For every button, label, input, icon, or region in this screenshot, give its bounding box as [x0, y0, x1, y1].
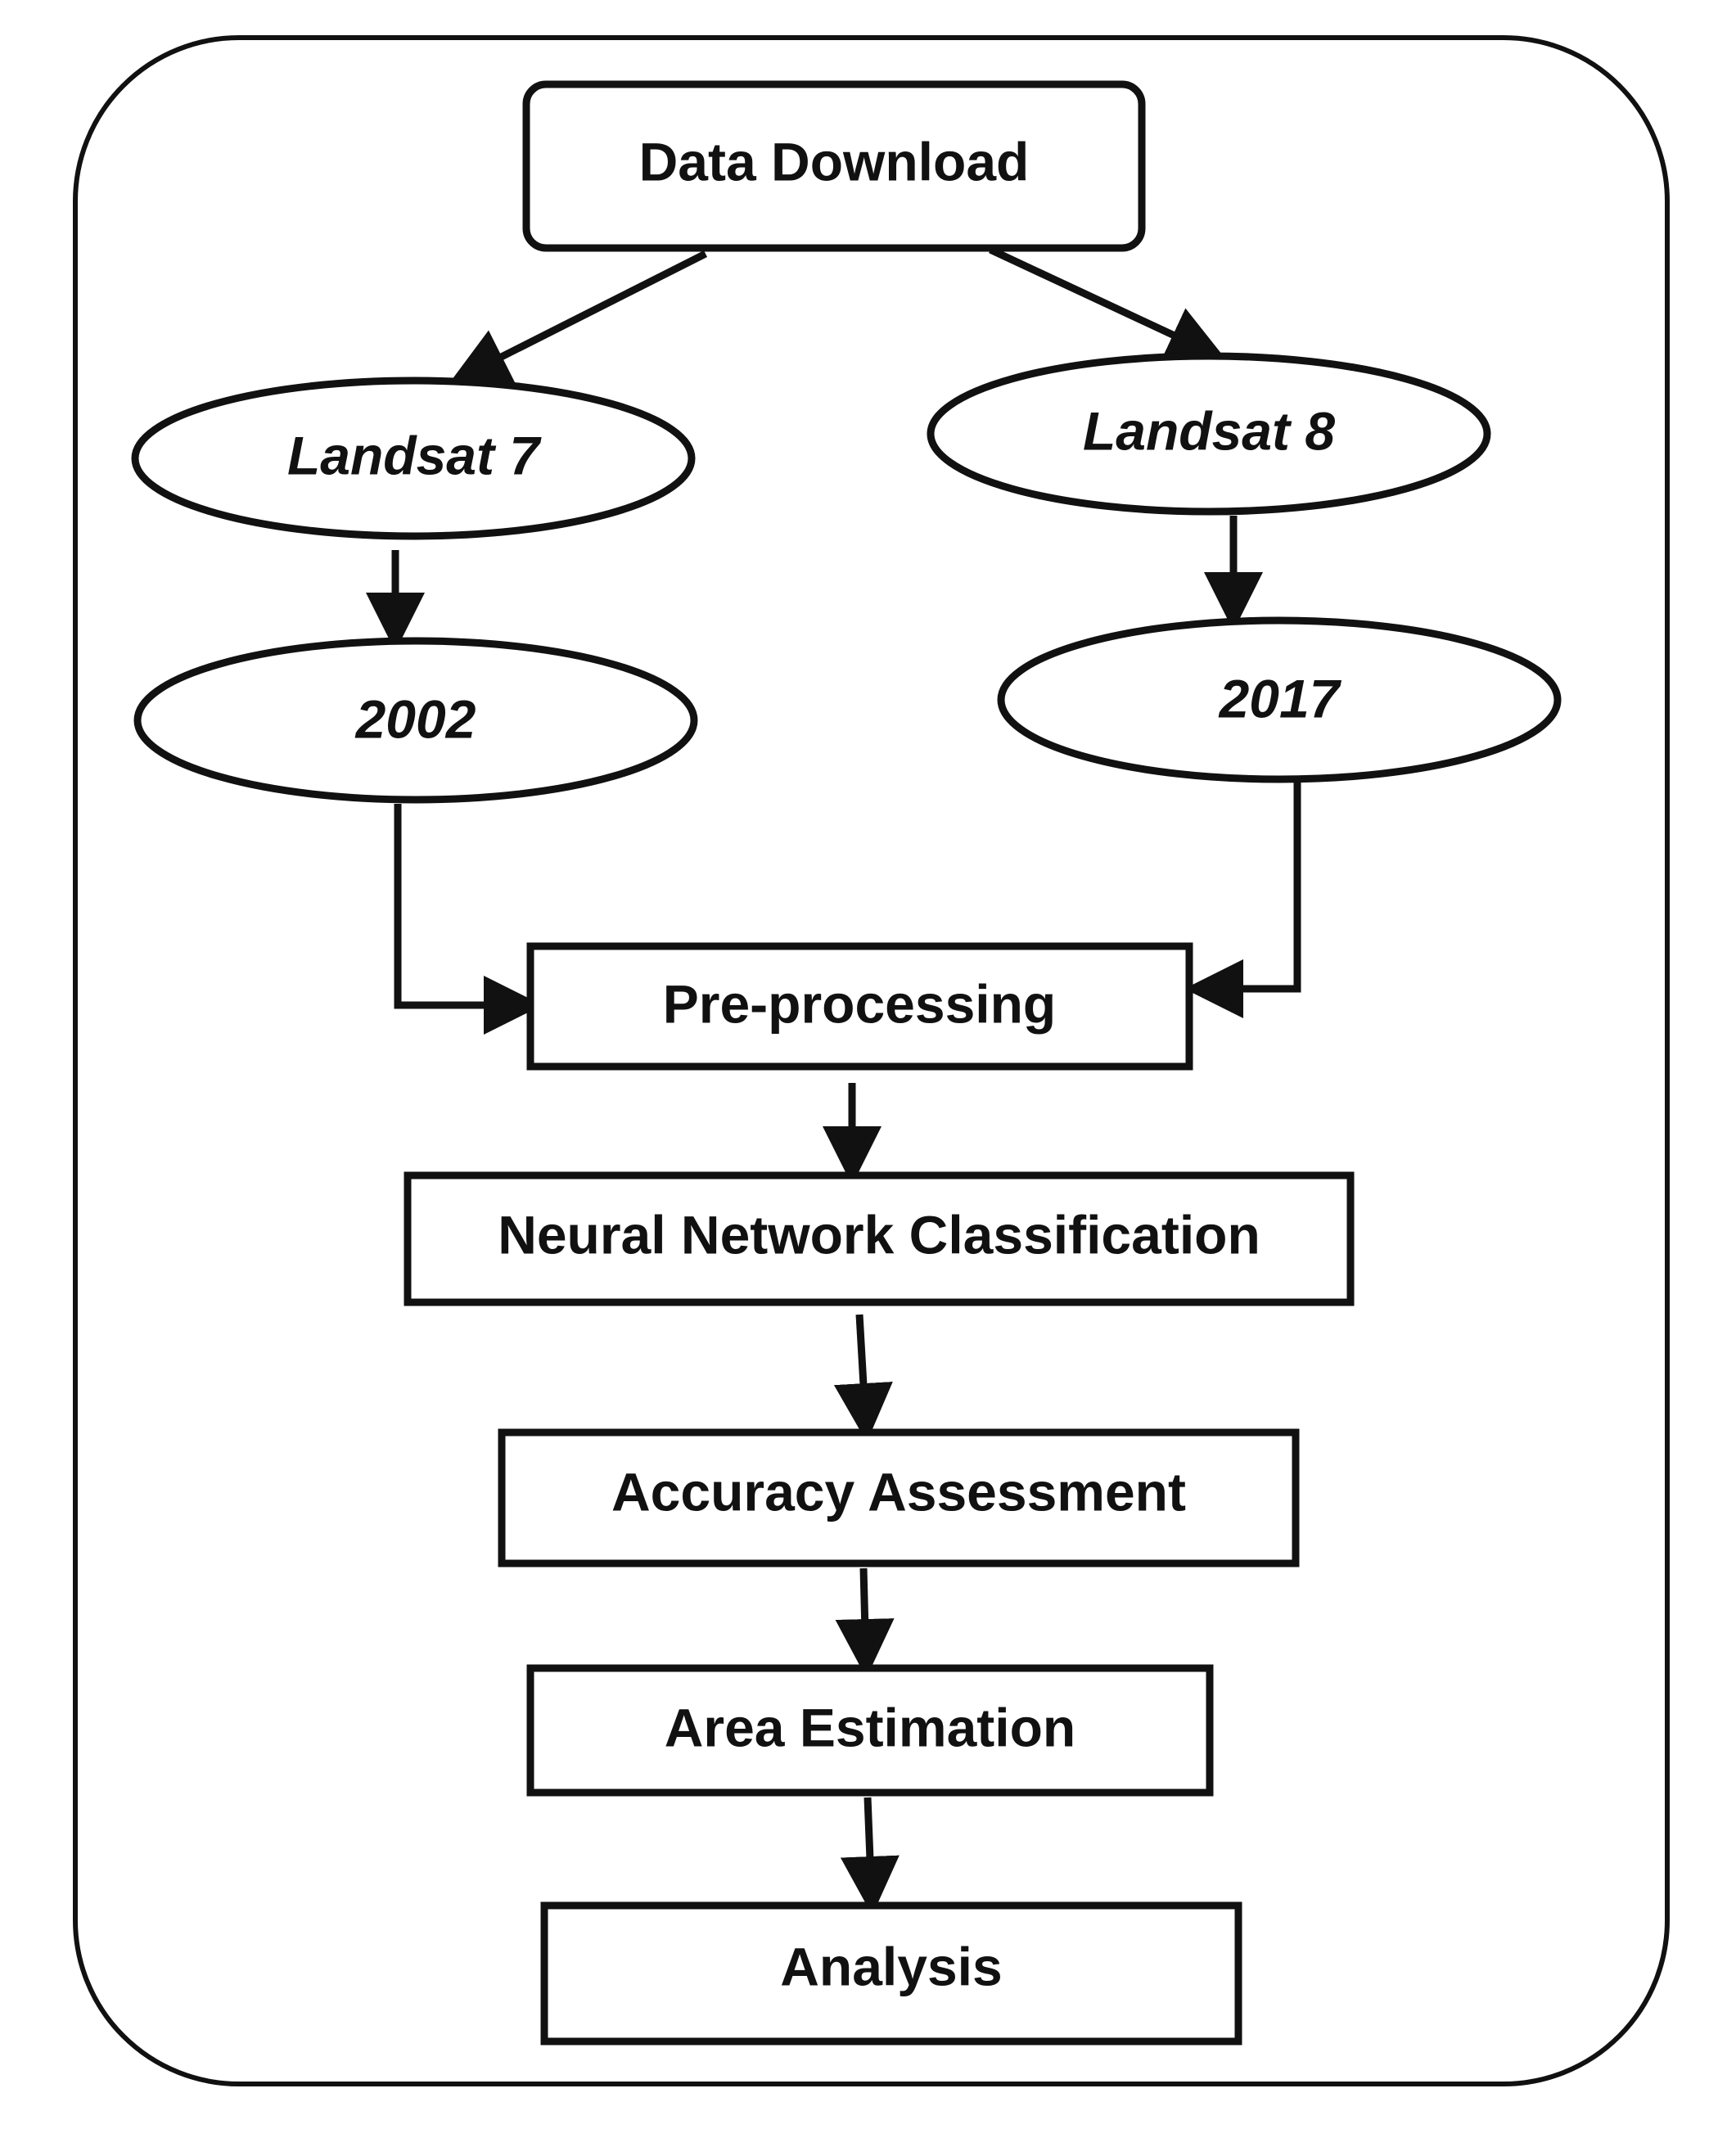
landsat8-ellipse — [927, 352, 1491, 516]
area-label: Area Estimation — [665, 1697, 1075, 1757]
accuracy-box — [498, 1428, 1300, 1567]
edge-download-to-landsat8 — [989, 246, 1227, 362]
edge-area-to-analysis — [840, 1797, 900, 1915]
y2002-label: 2002 — [354, 688, 476, 749]
y2002-ellipse — [133, 637, 698, 804]
analysis-box — [540, 1901, 1242, 2046]
y2017-label: 2017 — [1218, 668, 1342, 728]
nn-classification-label: Neural Network Classification — [498, 1204, 1260, 1265]
area-box — [526, 1664, 1214, 1797]
node-nn-classification: Neural Network Classification — [404, 1171, 1355, 1306]
edge-2002-to-preprocessing — [394, 804, 543, 1035]
node-2002: 2002 — [133, 637, 698, 804]
landsat8-label: Landsat 8 — [1083, 400, 1335, 461]
data-download-label: Data Download — [639, 131, 1030, 192]
landsat7-label: Landsat 7 — [287, 425, 542, 485]
landsat7-ellipse — [131, 377, 696, 540]
edge-nn-to-accuracy — [833, 1314, 893, 1442]
node-data-download: Data Download — [522, 80, 1146, 252]
node-area-estimation: Area Estimation — [526, 1664, 1214, 1797]
nn-classification-box — [404, 1171, 1355, 1306]
accuracy-label: Accuracy Assessment — [611, 1461, 1186, 1522]
node-2017: 2017 — [997, 616, 1562, 783]
node-analysis: Analysis — [540, 1901, 1242, 2046]
node-landsat7: Landsat 7 — [131, 377, 696, 540]
preprocessing-box — [526, 942, 1193, 1071]
analysis-label: Analysis — [780, 1936, 1002, 1996]
edge-2017-to-preprocessing — [1184, 782, 1301, 1018]
preprocessing-label: Pre-processing — [663, 973, 1057, 1034]
edge-download-to-landsat7 — [449, 250, 708, 384]
edge-accuracy-to-area — [835, 1567, 895, 1678]
node-accuracy-assessment: Accuracy Assessment — [498, 1428, 1300, 1567]
data-download-box — [522, 80, 1146, 252]
node-preprocessing: Pre-processing — [526, 942, 1193, 1071]
node-landsat8: Landsat 8 — [927, 352, 1491, 516]
y2017-ellipse — [997, 616, 1562, 783]
edges — [366, 246, 1301, 1915]
